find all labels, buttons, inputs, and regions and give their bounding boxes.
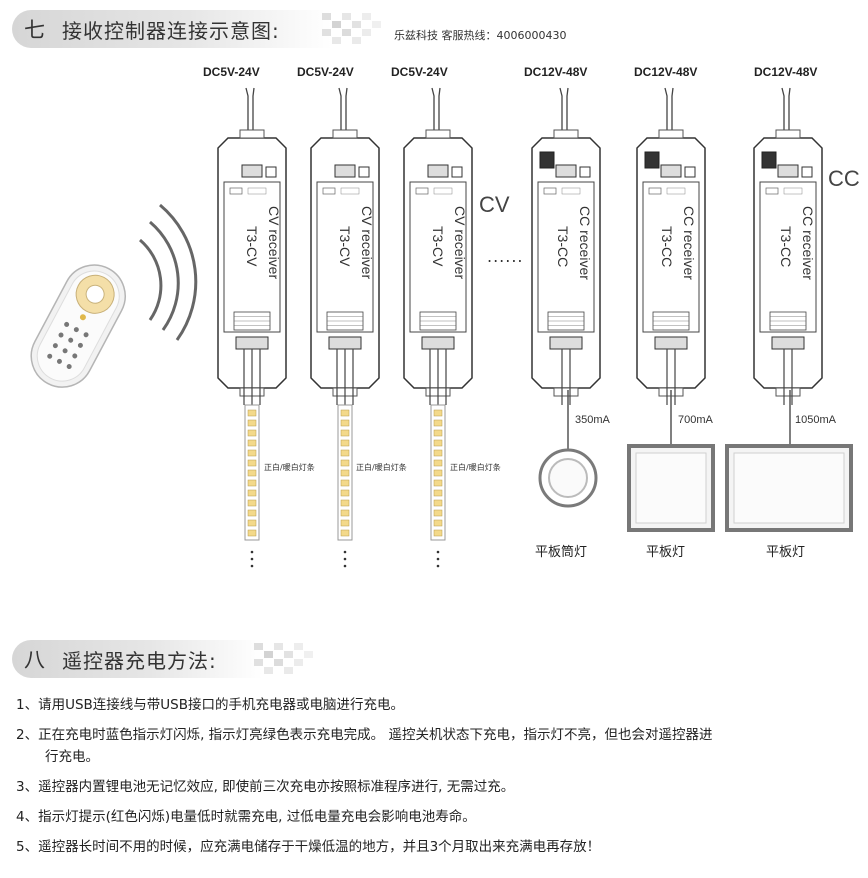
section-header-bar (12, 10, 332, 48)
voltage-label: DC12V-48V (634, 65, 698, 79)
section-8-header: 八 遥控器充电方法: (12, 640, 342, 678)
current-label: 700mA (678, 414, 713, 426)
lamp-label: 平板灯 (766, 545, 806, 560)
receiver-box (310, 87, 380, 405)
receiver-type: CV receiver (266, 206, 282, 280)
receiver-type: CV receiver (452, 206, 468, 280)
receiver-label: CV receiver T3-CV (295, 206, 395, 288)
downlight-lamp (538, 448, 598, 508)
cv-label: CV (479, 192, 510, 217)
receiver-model: T3-CV (430, 226, 446, 267)
voltage-label: DC5V-24V (203, 65, 260, 79)
receiver-type: CC receiver (577, 206, 593, 280)
section-title: 接收控制器连接示意图: (62, 18, 280, 43)
header-checker-decoration (254, 643, 313, 674)
header-checker-decoration (322, 13, 381, 44)
voltage-label: DC5V-24V (297, 65, 354, 79)
receivers-group (217, 87, 823, 405)
panel-lamp-large (725, 444, 853, 532)
led-strips-group (244, 404, 446, 568)
receiver-model: T3-CV (244, 226, 260, 267)
lamps-group (538, 390, 853, 532)
item-number: 2、 (16, 727, 39, 743)
receiver-type: CC receiver (800, 206, 816, 280)
receiver-label: CC receiver T3-CC (513, 206, 613, 288)
receiver-box (531, 87, 601, 405)
receiver-type: CC receiver (681, 206, 697, 280)
item-text: 遥控器内置锂电池无记忆效应, 即使前三次充电亦按照标准程序进行, 无需过充。 (38, 779, 515, 795)
charging-instructions-list: 1、请用USB连接线与带USB接口的手机充电器或电脑进行充电。 2、正在充电时蓝… (16, 694, 712, 866)
receiver-model: T3-CC (659, 226, 675, 268)
led-strip (337, 404, 353, 568)
receiver-label: CV receiver T3-CV (388, 206, 488, 288)
list-item: 2、正在充电时蓝色指示灯闪烁, 指示灯亮绿色表示充电完成。 遥控关机状态下充电，… (16, 724, 712, 768)
item-text: 正在充电时蓝色指示灯闪烁, 指示灯亮绿色表示充电完成。 遥控关机状态下充电，指示… (38, 727, 713, 743)
section-number: 七 (24, 18, 45, 42)
item-text: 指示灯提示(红色闪烁)电量低时就需充电, 过低电量充电会影响电池寿命。 (38, 809, 476, 825)
list-item: 3、遥控器内置锂电池无记忆效应, 即使前三次充电亦按照标准程序进行, 无需过充。 (16, 776, 712, 798)
receiver-model: T3-CV (337, 226, 353, 267)
receiver-box (636, 87, 706, 405)
item-number: 4、 (16, 809, 39, 825)
strip-note: 正白/暖白灯条 (450, 463, 501, 472)
receiver-box (217, 87, 287, 405)
ellipsis: ...... (487, 247, 524, 266)
section-7-header: 七 接收控制器连接示意图: (12, 10, 342, 48)
list-item: 4、指示灯提示(红色闪烁)电量低时就需充电, 过低电量充电会影响电池寿命。 (16, 806, 712, 828)
list-item: 5、遥控器长时间不用的时候，应充满电储存于干燥低温的地方，并且3个月取出来充满电… (16, 836, 712, 858)
led-strip (244, 404, 260, 568)
item-number: 3、 (16, 779, 39, 795)
receiver-type: CV receiver (359, 206, 375, 280)
hotline-text: 乐兹科技 客服热线：4006000430 (394, 29, 567, 42)
item-number: 1、 (16, 697, 39, 713)
item-number: 5、 (16, 839, 39, 855)
receiver-model: T3-CC (555, 226, 571, 268)
section-title: 遥控器充电方法: (62, 648, 217, 673)
led-strip (430, 404, 446, 568)
list-item: 1、请用USB连接线与带USB接口的手机充电器或电脑进行充电。 (16, 694, 712, 716)
receiver-box (403, 87, 473, 405)
section-number: 八 (24, 648, 45, 672)
receiver-model: T3-CC (778, 226, 794, 268)
cc-label: CC (828, 166, 860, 191)
lamp-label: 平板灯 (646, 545, 686, 560)
lamp-label: 平板筒灯 (535, 545, 588, 560)
current-label: 350mA (575, 414, 610, 426)
item-text-continued: 行充电。 (45, 749, 99, 765)
voltage-label: DC12V-48V (524, 65, 588, 79)
voltage-label: DC5V-24V (391, 65, 448, 79)
item-text: 请用USB连接线与带USB接口的手机充电器或电脑进行充电。 (38, 697, 405, 713)
strip-note: 正白/暖白灯条 (264, 463, 315, 472)
connection-diagram (30, 87, 853, 568)
receiver-label: CC receiver T3-CC (736, 206, 836, 288)
voltage-label: DC12V-48V (754, 65, 818, 79)
receiver-label: CC receiver T3-CC (617, 206, 717, 288)
section-header-bar (12, 640, 262, 678)
panel-lamp-small (627, 444, 715, 532)
remote-control (30, 203, 198, 388)
item-text: 遥控器长时间不用的时候，应充满电储存于干燥低温的地方，并且3个月取出来充满电再存… (38, 839, 601, 855)
receiver-label: CV receiver T3-CV (202, 206, 302, 288)
strip-note: 正白/暖白灯条 (356, 463, 407, 472)
current-label: 1050mA (795, 414, 836, 426)
receiver-box (753, 87, 823, 405)
